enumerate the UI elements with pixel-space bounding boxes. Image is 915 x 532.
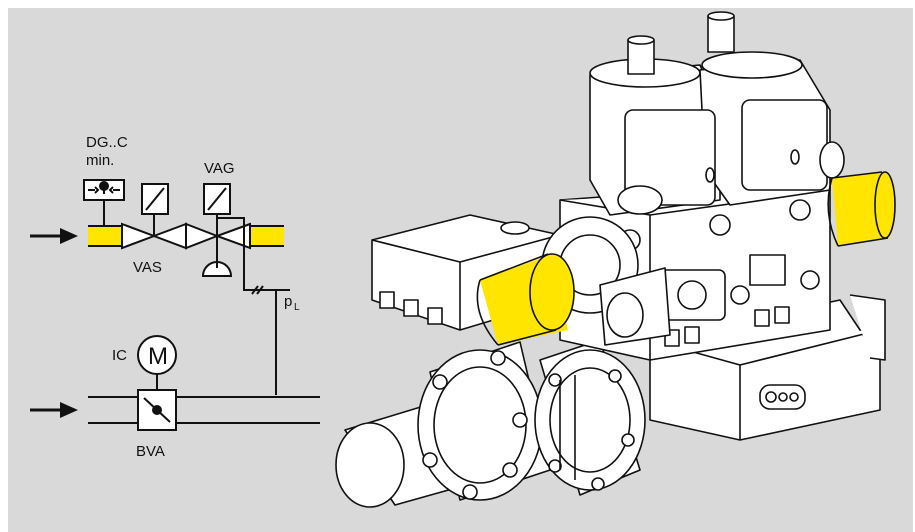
product-illustration xyxy=(335,11,896,508)
motor-label: M xyxy=(148,343,168,370)
pressure-label-sub: L xyxy=(294,302,300,313)
vag-label: VAG xyxy=(204,160,235,177)
vas-solenoid-icon xyxy=(141,183,169,215)
ic-label: IC xyxy=(112,347,127,364)
air-inlet-arrow-icon xyxy=(30,402,78,418)
vag-diaphragm-icon xyxy=(201,261,233,277)
vas-valve-icon xyxy=(121,214,187,250)
gas-connection-left xyxy=(476,253,575,346)
gas-pipe-inlet xyxy=(88,226,122,246)
motor-icon xyxy=(137,335,177,375)
butterfly-valve-body xyxy=(335,339,646,508)
gas-inlet-arrow-icon xyxy=(30,228,78,244)
dg-label-line1: DG..C xyxy=(86,134,128,151)
air-pipe xyxy=(88,396,320,424)
vag-valve-icon xyxy=(185,214,251,262)
gas-connection-right xyxy=(827,171,896,247)
solenoid-coils xyxy=(589,11,845,216)
bva-label: BVA xyxy=(136,443,165,460)
schematic xyxy=(30,179,320,431)
vas-label: VAS xyxy=(133,259,162,276)
vag-solenoid-icon xyxy=(203,183,231,215)
pressure-switch-icon xyxy=(83,179,125,201)
impulse-line xyxy=(216,217,277,395)
pressure-label: p xyxy=(284,293,292,310)
gas-pipe-outlet xyxy=(250,226,284,246)
dg-label-line2: min. xyxy=(86,152,114,169)
butterfly-valve-icon xyxy=(137,389,177,431)
